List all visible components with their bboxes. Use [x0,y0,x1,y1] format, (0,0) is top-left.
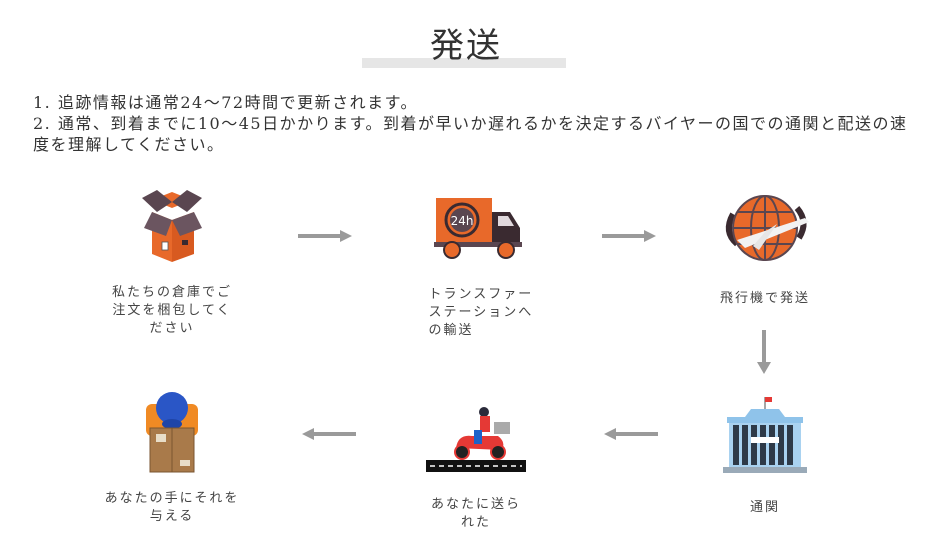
arrow-left-icon [604,428,658,440]
arrow-left-icon [302,428,356,440]
note-tracking: 1. 追跡情報は通常24〜72時間で更新されます。 [33,93,418,112]
scooter-courier-icon [416,398,536,478]
customs-building-icon [715,395,815,475]
title-underline-bar [362,58,566,68]
delivery-truck-24h-icon: 24h [426,190,526,270]
svg-text:24h: 24h [451,214,474,228]
step-delivered-to-you: あなたに送られた [406,398,546,532]
step-handed-to-you: あなたの手にそれを与える [102,390,242,526]
open-box-icon [122,190,222,270]
arrow-down-icon [757,330,771,374]
shipping-notes: 1. 追跡情報は通常24〜72時間で更新されます。 2. 通常、到着までに10〜… [33,92,913,155]
step-label: あなたに送られた [430,497,521,530]
courier-holding-box-icon [122,390,222,478]
step-packing: 私たちの倉庫でご注文を梱包してください [102,190,242,338]
step-label: トランスファーステーションへの輸送 [428,287,534,338]
arrow-right-icon [298,230,352,242]
arrow-right-icon [602,230,656,242]
note-delivery-time: 2. 通常、到着までに10〜45日かかります。到着が早いか遅れるかを決定するバイ… [33,114,908,154]
step-customs: 通関 [695,395,835,517]
step-label: 通関 [749,500,780,515]
step-label: 飛行機で発送 [719,291,810,306]
page-title: 発送 [430,26,502,66]
step-air-shipping: 飛行機で発送 [695,188,835,308]
step-label: 私たちの倉庫でご注文を梱包してください [112,285,233,336]
globe-airplane-icon [715,188,815,268]
step-label: あなたの手にそれを与える [104,491,240,524]
step-transfer: 24h トランスファーステーションへの輸送 [406,190,546,340]
